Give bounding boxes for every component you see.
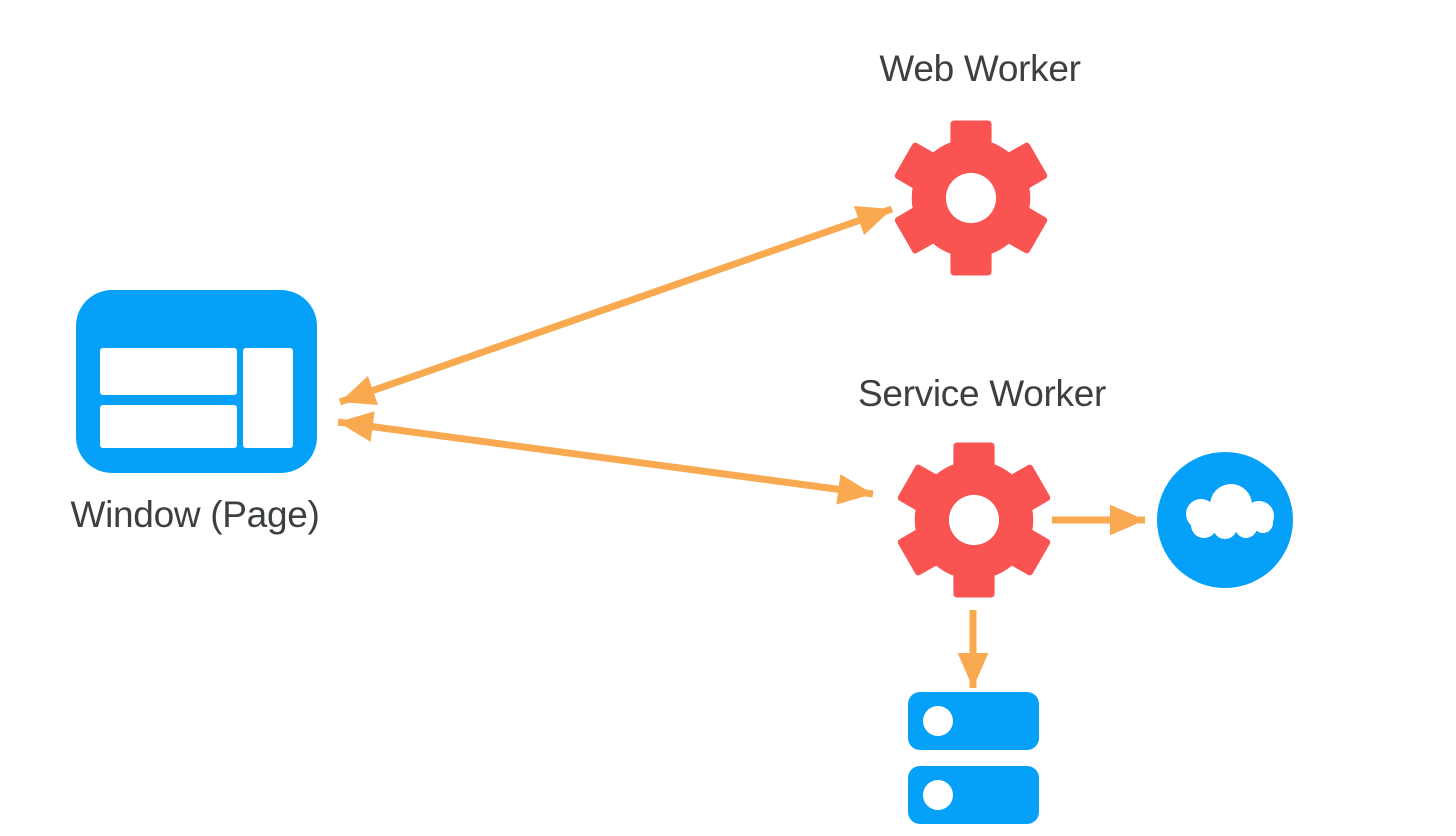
- window-content-bar: [100, 405, 237, 448]
- service-worker-label: Service Worker: [857, 373, 1106, 414]
- arrow-window-webworker: [338, 205, 894, 406]
- database-icon-row-2: [908, 766, 1039, 824]
- window-page-label: Window (Page): [70, 494, 320, 535]
- service-worker-gear-icon: [893, 439, 1055, 601]
- window-sidebar-bar: [243, 348, 293, 448]
- window-content-bar: [100, 348, 237, 395]
- browser-window-icon: [76, 290, 317, 473]
- web-worker-gear-icon: [890, 117, 1052, 279]
- database-dot: [923, 706, 953, 736]
- database-icon-row-1: [908, 692, 1039, 750]
- database-dot: [923, 780, 953, 810]
- web-worker-label: Web Worker: [879, 48, 1081, 89]
- cloud-icon: [1157, 452, 1293, 588]
- arrow-window-serviceworker: [337, 411, 874, 505]
